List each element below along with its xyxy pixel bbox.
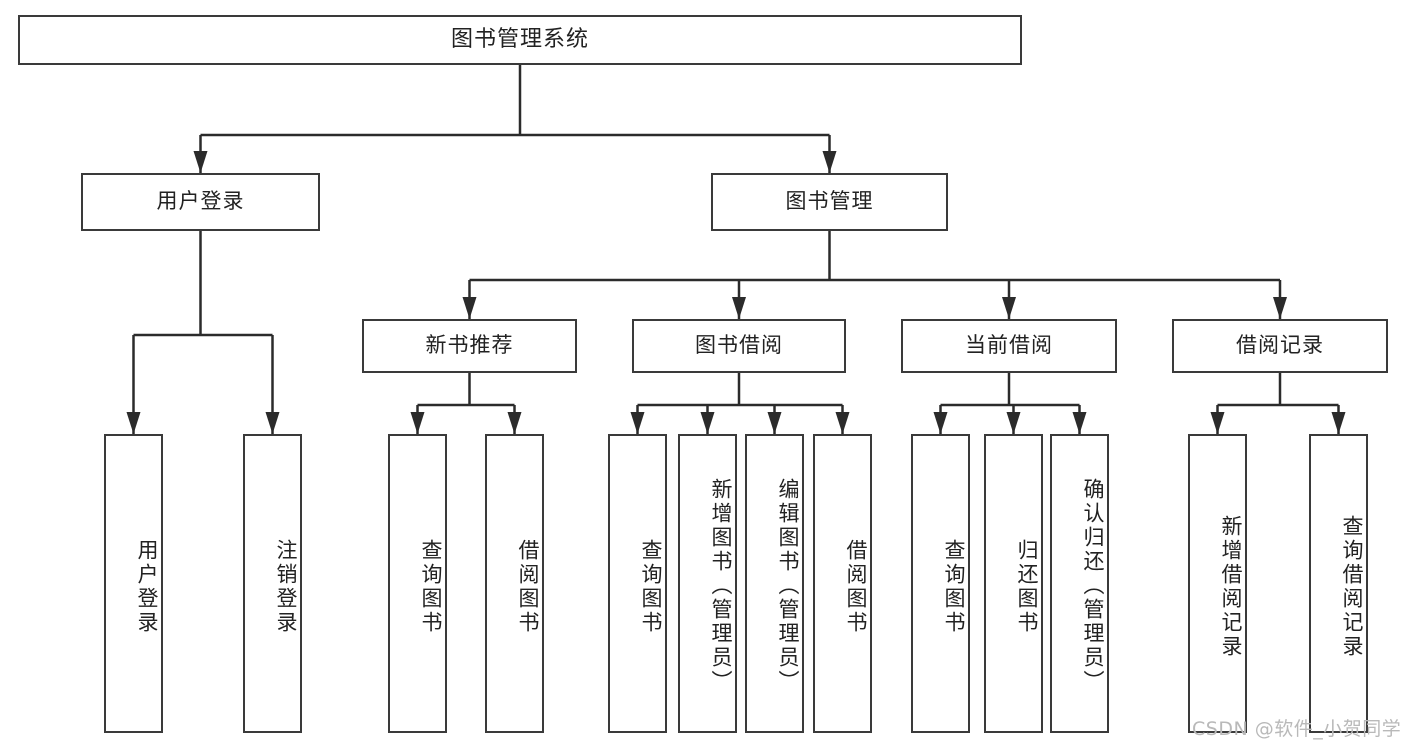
node-book-manage[interactable]: 图书管理 <box>711 173 948 231</box>
node-label: 查询图书 <box>942 538 966 635</box>
node-leaf-confirm-return[interactable]: 确认归还（管理员） <box>1050 434 1109 733</box>
node-label: 确认归还（管理员） <box>1081 477 1105 694</box>
node-leaf-edit-book[interactable]: 编辑图书（管理员） <box>745 434 804 733</box>
node-leaf-add-book[interactable]: 新增图书（管理员） <box>678 434 737 733</box>
node-new-book-recommend[interactable]: 新书推荐 <box>362 319 577 373</box>
node-label: 借阅记录 <box>1236 333 1324 358</box>
node-borrow-record[interactable]: 借阅记录 <box>1172 319 1388 373</box>
node-leaf-query-record[interactable]: 查询借阅记录 <box>1309 434 1368 733</box>
node-label: 新书推荐 <box>425 333 514 358</box>
csdn-watermark: CSDN @软件_小贺同学 <box>1192 718 1402 740</box>
node-label: 查询图书 <box>639 538 663 635</box>
node-leaf-borrow-book-2[interactable]: 借阅图书 <box>813 434 872 733</box>
node-leaf-user-login[interactable]: 用户登录 <box>104 434 163 733</box>
node-leaf-user-logout[interactable]: 注销登录 <box>243 434 302 733</box>
node-leaf-query-book-3[interactable]: 查询图书 <box>911 434 970 733</box>
node-label: 查询图书 <box>419 538 443 635</box>
node-leaf-return-book[interactable]: 归还图书 <box>984 434 1043 733</box>
node-label: 编辑图书（管理员） <box>776 477 800 694</box>
node-label: 用户登录 <box>135 538 159 635</box>
node-root[interactable]: 图书管理系统 <box>18 15 1022 65</box>
node-label: 图书借阅 <box>695 333 783 358</box>
node-user-login[interactable]: 用户登录 <box>81 173 320 231</box>
node-current-borrow[interactable]: 当前借阅 <box>901 319 1117 373</box>
node-label: 借阅图书 <box>844 538 868 635</box>
node-label: 借阅图书 <box>516 538 540 635</box>
node-label: 当前借阅 <box>965 333 1053 358</box>
node-book-borrow[interactable]: 图书借阅 <box>632 319 846 373</box>
node-leaf-borrow-book-1[interactable]: 借阅图书 <box>485 434 544 733</box>
node-label: 图书管理系统 <box>450 26 589 52</box>
node-leaf-add-record[interactable]: 新增借阅记录 <box>1188 434 1247 733</box>
node-leaf-query-book-1[interactable]: 查询图书 <box>388 434 447 733</box>
node-label: 查询借阅记录 <box>1340 514 1364 659</box>
node-label: 用户登录 <box>156 189 245 214</box>
node-label: 注销登录 <box>274 538 298 635</box>
node-label: 新增借阅记录 <box>1219 514 1243 659</box>
node-label: 新增图书（管理员） <box>709 477 733 694</box>
node-label: 归还图书 <box>1015 538 1039 635</box>
node-leaf-query-book-2[interactable]: 查询图书 <box>608 434 667 733</box>
node-label: 图书管理 <box>785 189 874 214</box>
